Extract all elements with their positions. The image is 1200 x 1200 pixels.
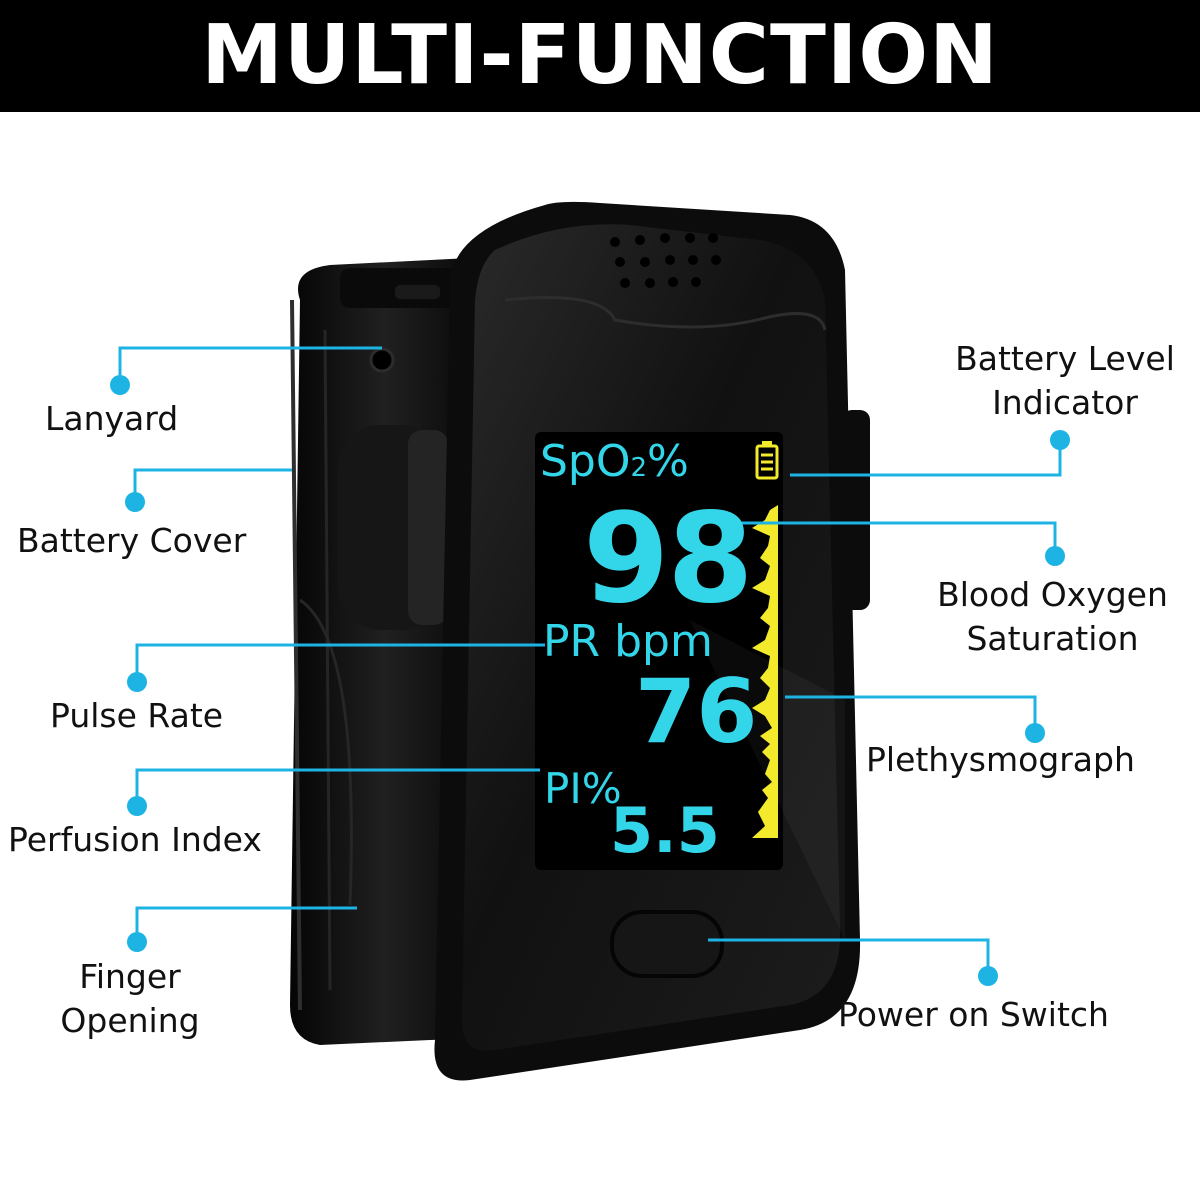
finger-opening-edge — [299, 598, 353, 906]
spo2-label-text: SpO — [540, 436, 631, 487]
plethysmograph-wave — [752, 505, 778, 838]
label-finger-opening: Finger Opening — [30, 955, 230, 1043]
label-perfusion-index: Perfusion Index — [8, 820, 262, 859]
label-battery-level-indicator: Battery Level Indicator — [940, 337, 1190, 425]
spo2-unit: % — [647, 436, 689, 487]
pr-value: 76 — [635, 660, 758, 763]
callout-dots — [110, 375, 1070, 986]
spo2-subscript: 2 — [630, 453, 648, 483]
callout-lines — [118, 346, 1062, 976]
label-plethysmograph: Plethysmograph — [866, 740, 1135, 779]
label-blood-oxygen-line2: Saturation — [966, 619, 1139, 658]
display-screen — [535, 432, 783, 870]
spo2-value: 98 — [583, 487, 754, 631]
battery-icon — [755, 441, 779, 480]
label-lanyard: Lanyard — [45, 399, 179, 438]
spo2-label: SpO2% — [540, 440, 689, 484]
pi-value: 5.5 — [610, 794, 720, 867]
label-battery-level-line1: Battery Level — [955, 339, 1175, 378]
label-finger-opening-line1: Finger — [79, 957, 181, 996]
speaker-grille — [610, 233, 721, 288]
label-battery-level-line2: Indicator — [992, 383, 1138, 422]
label-blood-oxygen-line1: Blood Oxygen — [937, 575, 1168, 614]
lanyard-hole — [369, 347, 395, 373]
label-power-switch: Power on Switch — [838, 995, 1109, 1034]
label-battery-cover: Battery Cover — [17, 521, 247, 560]
label-blood-oxygen-saturation: Blood Oxygen Saturation — [910, 573, 1195, 661]
device-face — [434, 201, 870, 1081]
power-button — [610, 910, 724, 978]
pi-label: PI% — [544, 764, 622, 813]
device-body — [290, 258, 480, 1045]
battery-cover-shape — [338, 425, 448, 630]
label-finger-opening-line2: Opening — [60, 1001, 200, 1040]
title-banner: MULTI-FUNCTION — [0, 0, 1200, 112]
label-pulse-rate: Pulse Rate — [50, 696, 224, 735]
banner-title: MULTI-FUNCTION — [201, 8, 999, 103]
pr-label: PR bpm — [543, 616, 713, 667]
